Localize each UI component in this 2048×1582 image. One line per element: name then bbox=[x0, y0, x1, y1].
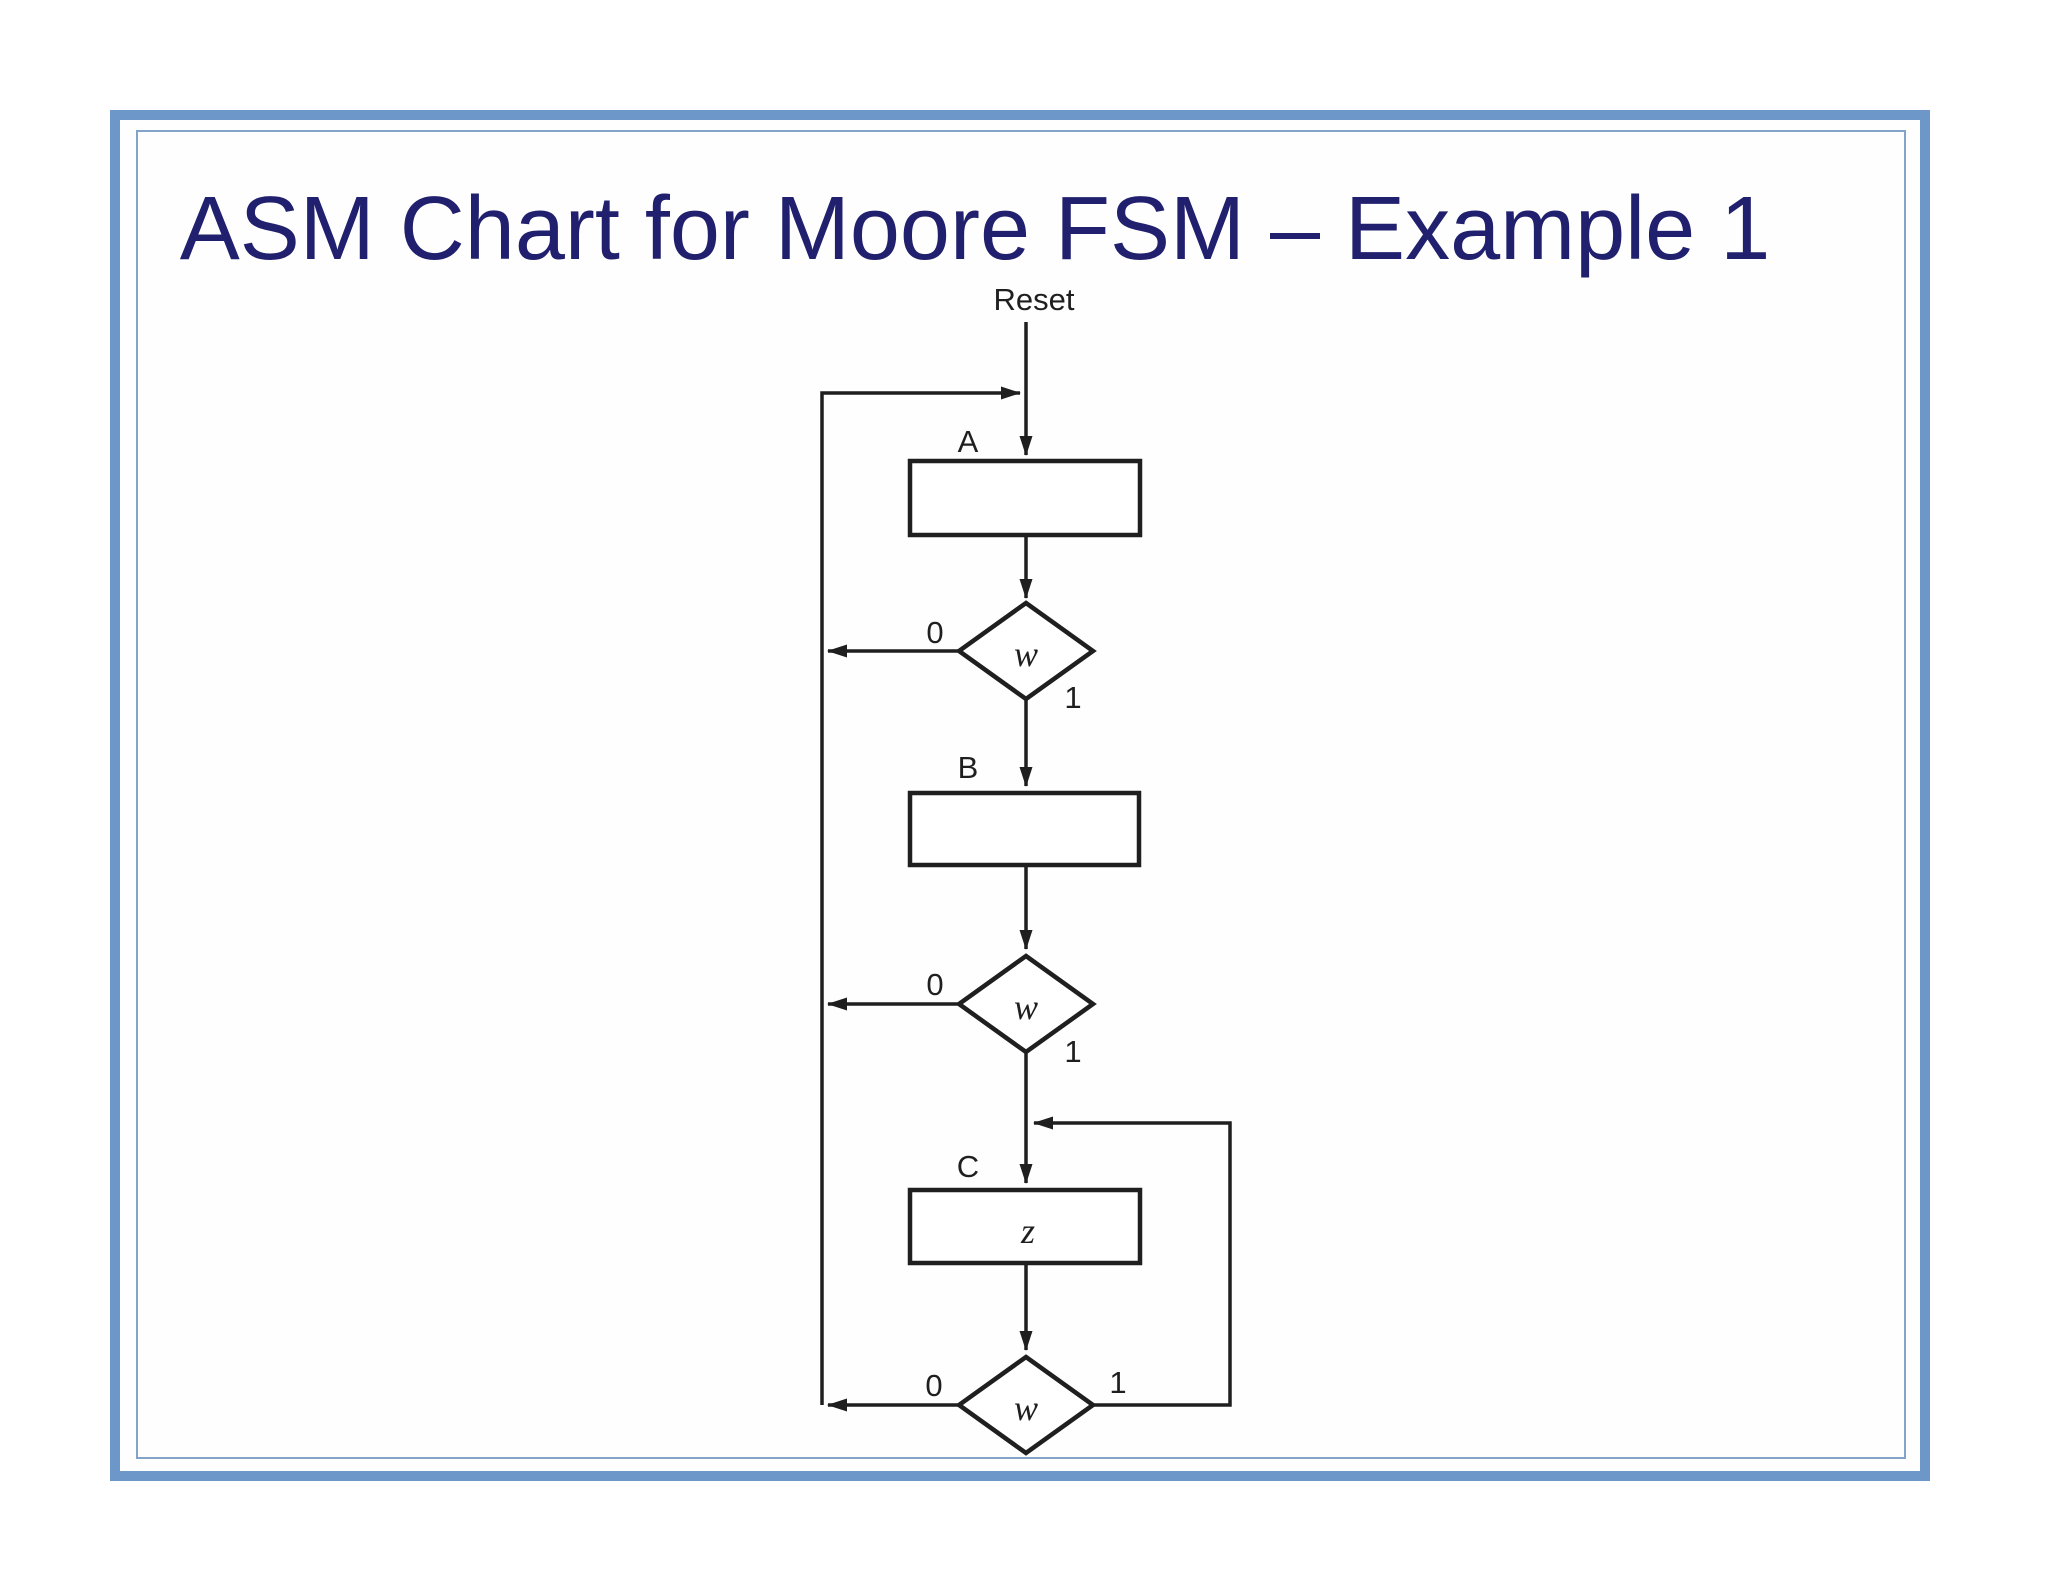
state-label-a: A bbox=[958, 424, 979, 459]
decision-condition-2: w bbox=[1014, 987, 1038, 1027]
branch-label-0-decision-3: 0 bbox=[925, 1368, 942, 1403]
branch-label-1-decision-2: 1 bbox=[1064, 1034, 1081, 1069]
page-title: ASM Chart for Moore FSM – Example 1 bbox=[179, 179, 1771, 279]
branch-label-1-decision-3: 1 bbox=[1109, 1365, 1126, 1400]
state-box-a bbox=[907, 458, 1143, 538]
decision-diamond-1 bbox=[955, 600, 1097, 702]
feedback-line-right bbox=[1033, 1116, 1232, 1407]
slide-inner-border bbox=[136, 130, 1906, 1459]
connectors bbox=[820, 322, 1232, 1412]
state-box-c bbox=[907, 1187, 1143, 1266]
state-label-b: B bbox=[958, 750, 979, 785]
decision-diamond-2 bbox=[955, 953, 1097, 1055]
state-label-c: C bbox=[957, 1149, 979, 1184]
decision-condition-3: w bbox=[1014, 1388, 1038, 1428]
state-box-b bbox=[907, 790, 1142, 868]
state-output-z: z bbox=[1020, 1211, 1035, 1251]
labels: Reset A B C z w w w 0 1 0 1 0 1 bbox=[925, 282, 1126, 1428]
feedback-line-left bbox=[820, 386, 1021, 1405]
branch-label-1-decision-1: 1 bbox=[1064, 680, 1081, 715]
decision-condition-1: w bbox=[1014, 634, 1038, 674]
decision-diamond-3 bbox=[955, 1354, 1097, 1456]
shapes bbox=[907, 458, 1143, 1456]
branch-label-0-decision-2: 0 bbox=[926, 967, 943, 1002]
reset-label: Reset bbox=[994, 282, 1075, 317]
branch-label-0-decision-1: 0 bbox=[926, 615, 943, 650]
